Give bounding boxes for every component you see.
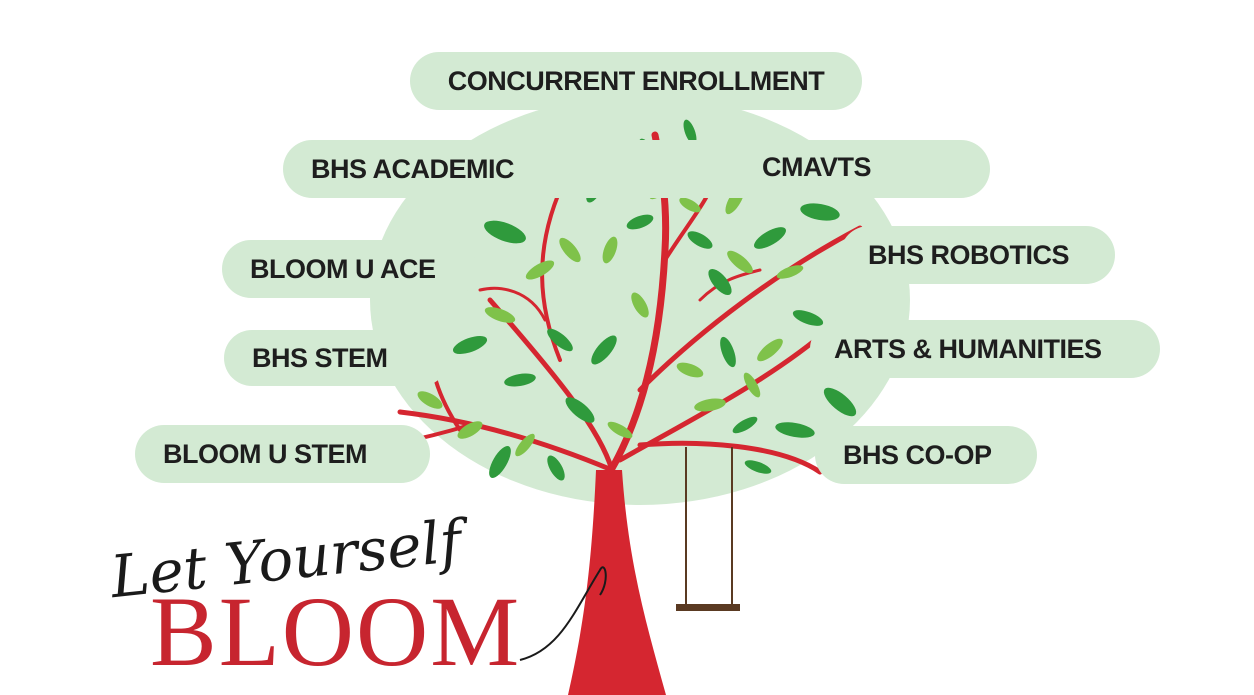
label-bhs-robotics: BHS ROBOTICS — [840, 226, 1115, 284]
label-bloom-u-stem: BLOOM U STEM — [135, 425, 430, 483]
label-text: BHS STEM — [252, 342, 388, 373]
tree-leaves — [417, 119, 857, 481]
label-bhs-stem: BHS STEM — [224, 330, 449, 386]
label-text: ARTS & HUMANITIES — [834, 333, 1102, 364]
label-text: BHS CO-OP — [843, 439, 992, 470]
tree-trunk — [568, 470, 666, 695]
label-text: BLOOM U STEM — [163, 438, 368, 469]
label-text: CONCURRENT ENROLLMENT — [447, 65, 825, 96]
label-text: BLOOM U ACE — [250, 253, 436, 284]
tree-swing — [676, 447, 740, 611]
label-cmavts: CMAVTS — [762, 152, 872, 182]
label-arts-humanities: ARTS & HUMANITIES — [810, 320, 1160, 378]
label-bhs-co-op: BHS CO-OP — [815, 426, 1037, 484]
label-concurrent-enrollment: CONCURRENT ENROLLMENT — [410, 52, 862, 110]
label-text-academic: BHS ACADEMIC — [311, 153, 515, 184]
label-bhs-academic-cmavts: BHS ACADEMIC — [283, 140, 990, 198]
bloom-flourish — [519, 566, 607, 661]
tagline-bloom: BLOOM — [150, 576, 522, 687]
label-bloom-u-ace: BLOOM U ACE — [222, 240, 477, 298]
label-text: BHS ROBOTICS — [868, 239, 1070, 270]
